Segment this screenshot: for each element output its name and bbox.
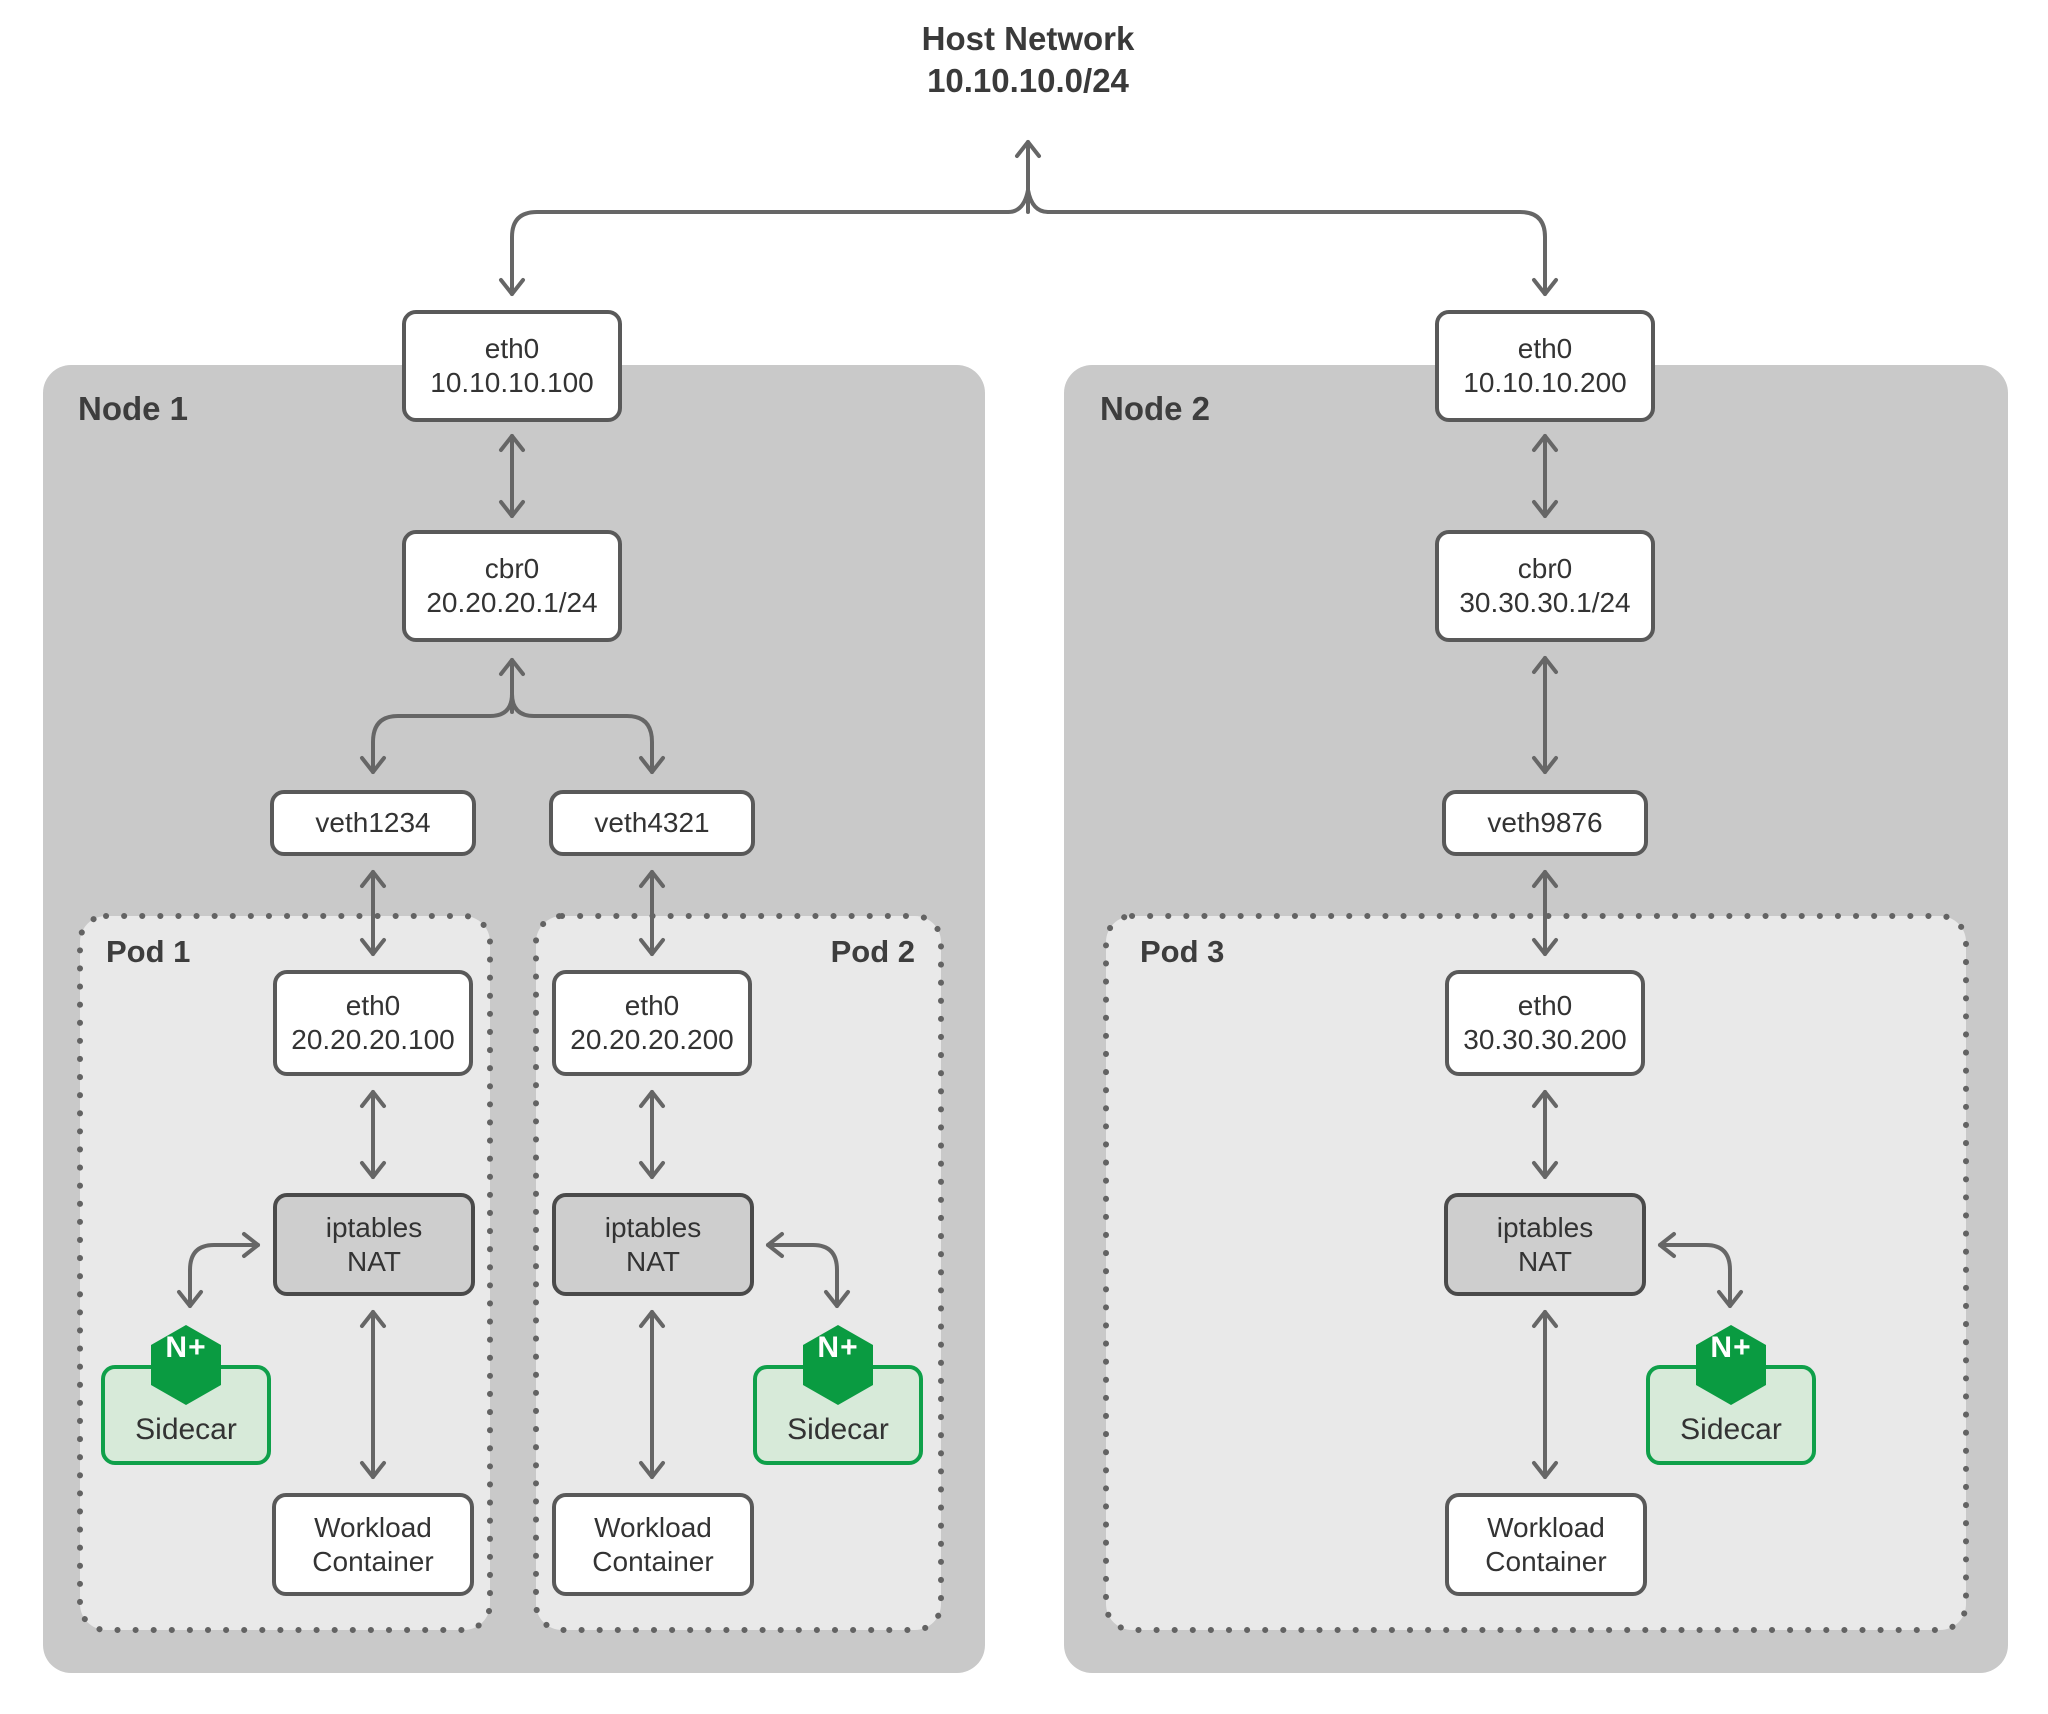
pod-2-label: Pod 2 (830, 934, 915, 969)
pod1-iptables-nat-box: iptables NAT (273, 1193, 475, 1296)
pod1-workload-line2: Container (312, 1545, 434, 1577)
veth4321-box: veth4321 (549, 790, 755, 856)
node1-cbr0-name: cbr0 (484, 553, 540, 584)
nginx-plus-icon: N+ (802, 1324, 874, 1406)
arrow-pod2-nat-sidecar (766, 1232, 850, 1308)
node1-cbr0-ip: 20.20.20.1/24 (426, 587, 598, 618)
pod3-workload-line2: Container (1485, 1545, 1607, 1577)
pod-3-label: Pod 3 (1140, 934, 1225, 969)
pod-1-label: Pod 1 (106, 934, 191, 969)
veth1234-label: veth1234 (315, 807, 431, 838)
pod1-eth0-name: eth0 (345, 990, 401, 1021)
veth1234-box: veth1234 (270, 790, 476, 856)
pod3-workload-line1: Workload (1487, 1511, 1605, 1543)
pod3-nat-line1: iptables (1496, 1211, 1594, 1243)
pod3-eth0-box: eth0 30.30.30.200 (1445, 970, 1645, 1076)
node2-cbr0-name: cbr0 (1517, 553, 1573, 584)
pod1-eth0-ip: 20.20.20.100 (291, 1024, 455, 1055)
arrow-host-fork-flare-left (1006, 188, 1030, 214)
pod3-eth0-ip: 30.30.30.200 (1463, 1024, 1627, 1055)
host-network-title: Host Network (921, 20, 1135, 57)
node2-eth0-box: eth0 10.10.10.200 (1435, 310, 1655, 422)
veth4321-label: veth4321 (594, 807, 710, 838)
node1-eth0-box: eth0 10.10.10.100 (402, 310, 622, 422)
arrow-host-to-node2-eth0 (1046, 210, 1558, 296)
pod1-sidecar-label: Sidecar (135, 1413, 237, 1446)
arrow-cbr0-to-veth1234 (360, 692, 514, 774)
node2-eth0-ip: 10.10.10.200 (1463, 367, 1627, 398)
arrow-host-fork-flare-right (1026, 188, 1050, 214)
nginx-hexagon (803, 1325, 873, 1405)
nginx-hexagon (151, 1325, 221, 1405)
pod3-nat-line2: NAT (1518, 1245, 1572, 1277)
pod3-sidecar-label: Sidecar (1680, 1413, 1782, 1446)
nginx-hexagon (1696, 1325, 1766, 1405)
node1-eth0-ip: 10.10.10.100 (430, 367, 594, 398)
node2-cbr0-ip: 30.30.30.1/24 (1459, 587, 1631, 618)
pod2-workload-line1: Workload (594, 1511, 712, 1543)
node1-cbr0-box: cbr0 20.20.20.1/24 (402, 530, 622, 642)
pod2-sidecar-label: Sidecar (787, 1413, 889, 1446)
pod2-workload-box: Workload Container (552, 1493, 754, 1596)
pod1-nginx-logo-text: N+ (165, 1330, 207, 1364)
pod1-workload-box: Workload Container (272, 1493, 474, 1596)
pod3-nginx-logo-text: N+ (1710, 1330, 1752, 1364)
pod2-iptables-nat-box: iptables NAT (552, 1193, 754, 1296)
arrow-pod1-nat-sidecar (177, 1232, 260, 1308)
node2-cbr0-box: cbr0 30.30.30.1/24 (1435, 530, 1655, 642)
pod2-workload-line2: Container (592, 1545, 714, 1577)
veth9876-box: veth9876 (1442, 790, 1648, 856)
page-title: Host Network 10.10.10.0/24 (778, 18, 1278, 102)
pod3-sidecar-box: Sidecar (1646, 1365, 1816, 1465)
pod3-eth0-name: eth0 (1517, 990, 1573, 1021)
node1-eth0-name: eth0 (484, 333, 540, 364)
arrow-cbr0-to-veth4321 (510, 692, 665, 774)
node-1-label: Node 1 (78, 390, 189, 427)
pod1-nat-line2: NAT (347, 1245, 401, 1277)
pod2-nat-line1: iptables (604, 1211, 702, 1243)
pod2-eth0-ip: 20.20.20.200 (570, 1024, 734, 1055)
pod2-sidecar-box: Sidecar (753, 1365, 923, 1465)
node-2-label: Node 2 (1100, 390, 1211, 427)
pod3-iptables-nat-box: iptables NAT (1444, 1193, 1646, 1296)
nginx-plus-icon: N+ (1695, 1324, 1767, 1406)
host-network-subnet: 10.10.10.0/24 (927, 62, 1129, 99)
node2-eth0-name: eth0 (1517, 333, 1573, 364)
arrow-pod3-nat-sidecar (1658, 1232, 1743, 1308)
arrow-host-to-node1-eth0 (499, 210, 1010, 296)
pod3-workload-box: Workload Container (1445, 1493, 1647, 1596)
pod2-nginx-logo-text: N+ (817, 1330, 859, 1364)
pod2-eth0-name: eth0 (624, 990, 680, 1021)
nginx-plus-icon: N+ (150, 1324, 222, 1406)
pod1-workload-line1: Workload (314, 1511, 432, 1543)
pod2-nat-line2: NAT (626, 1245, 680, 1277)
veth9876-label: veth9876 (1487, 807, 1603, 838)
pod1-nat-line1: iptables (325, 1211, 423, 1243)
pod1-eth0-box: eth0 20.20.20.100 (273, 970, 473, 1076)
pod2-eth0-box: eth0 20.20.20.200 (552, 970, 752, 1076)
